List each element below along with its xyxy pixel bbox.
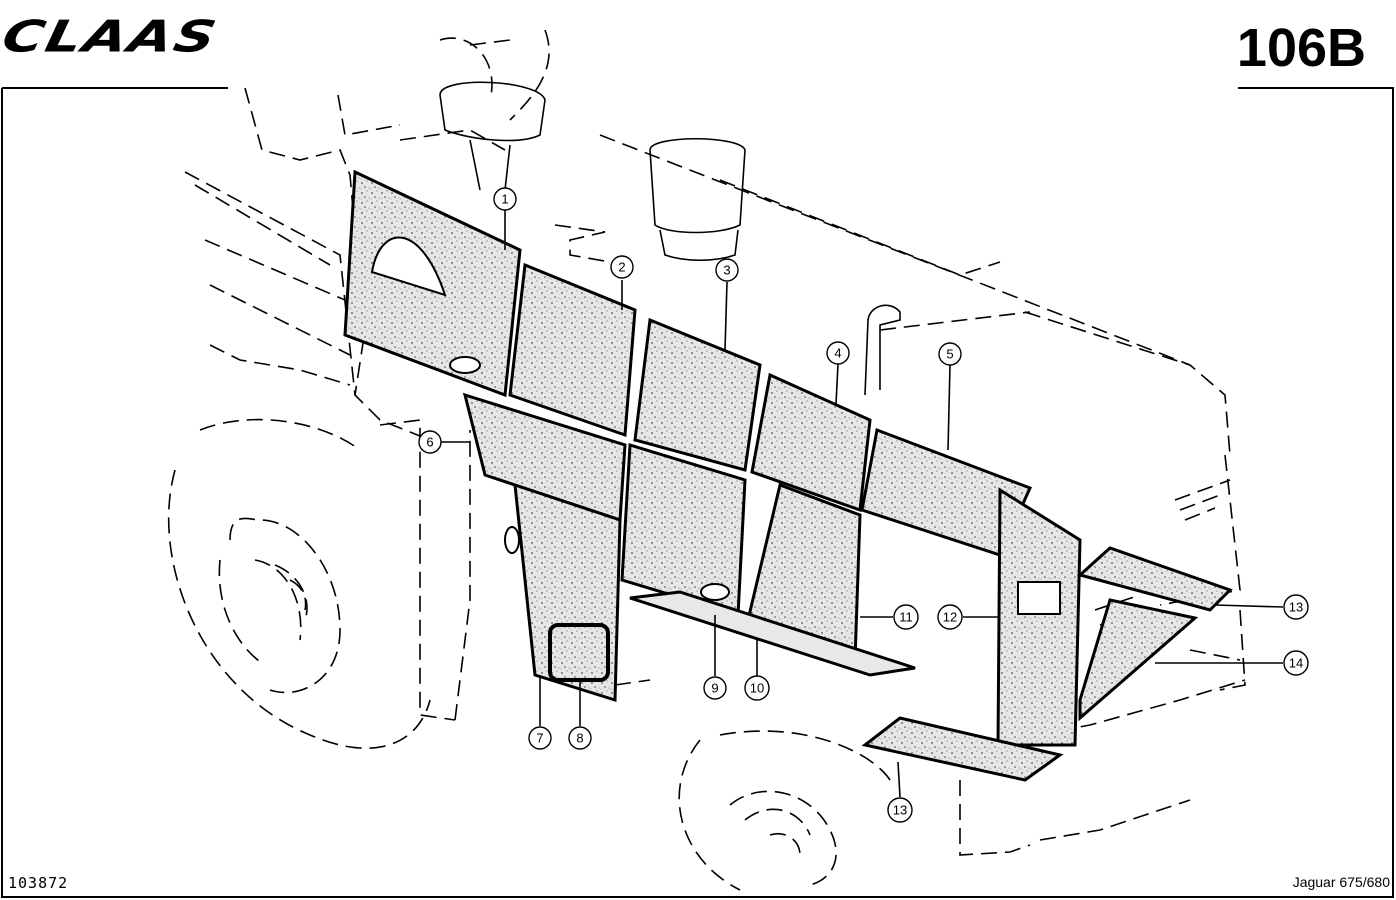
callout-12: 12 — [937, 604, 963, 630]
svg-text:11: 11 — [899, 610, 913, 625]
leader-lines — [441, 210, 1284, 798]
panel-2 — [508, 262, 637, 438]
svg-text:3: 3 — [723, 263, 730, 278]
panel-13-lower — [861, 716, 1064, 782]
svg-text:10: 10 — [750, 681, 764, 696]
callout-markers: 1 2 3 4 5 6 7 8 9 10 11 12 13 14 13 — [418, 187, 1309, 823]
header-rule-right — [1238, 87, 1394, 89]
cover-8 — [548, 623, 610, 682]
callout-11: 11 — [893, 604, 919, 630]
callout-5: 5 — [938, 342, 962, 366]
svg-text:13: 13 — [1289, 600, 1303, 615]
svg-text:4: 4 — [834, 346, 841, 361]
callout-9: 9 — [703, 676, 727, 700]
svg-text:6: 6 — [426, 435, 433, 450]
panel-13-upper — [1076, 546, 1233, 612]
callout-1: 1 — [493, 187, 517, 211]
callout-2: 2 — [610, 255, 634, 279]
svg-text:8: 8 — [576, 731, 583, 746]
diagram-frame — [1, 88, 1394, 898]
machine-outline — [167, 29, 1246, 891]
header-rule-left — [2, 87, 228, 89]
callout-4: 4 — [826, 341, 850, 365]
callout-7: 7 — [528, 726, 552, 750]
drawing-number: 103872 — [8, 874, 69, 892]
callout-10: 10 — [744, 675, 770, 701]
callout-14: 14 — [1283, 650, 1309, 676]
svg-text:12: 12 — [943, 610, 957, 625]
svg-text:14: 14 — [1289, 656, 1303, 671]
panel-4 — [750, 372, 872, 513]
callout-8: 8 — [568, 726, 592, 750]
side-panels — [343, 169, 1233, 782]
page-code: 106B — [1236, 18, 1366, 78]
panel-12 — [996, 487, 1082, 747]
model-reference: Jaguar 675/680 — [1292, 874, 1390, 890]
callout-3: 3 — [715, 258, 739, 282]
panel-3 — [633, 317, 762, 472]
callout-13-lower: 13 — [887, 797, 913, 823]
sill-strip — [629, 590, 916, 677]
svg-text:9: 9 — [711, 681, 718, 696]
svg-text:13: 13 — [893, 803, 907, 818]
panel-14 — [1078, 598, 1199, 722]
callout-6: 6 — [418, 430, 442, 454]
svg-text:1: 1 — [501, 192, 508, 207]
callout-13-upper: 13 — [1283, 594, 1309, 620]
svg-text:5: 5 — [946, 347, 953, 362]
svg-text:7: 7 — [536, 731, 543, 746]
svg-text:2: 2 — [618, 260, 625, 275]
